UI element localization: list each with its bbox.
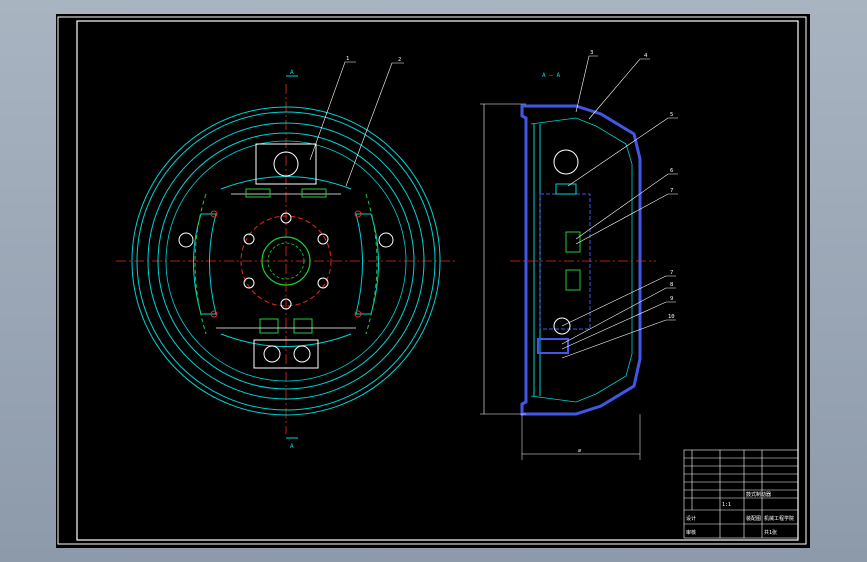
callout-2: 2 [398, 57, 401, 63]
sheet-inner-frame [76, 20, 799, 541]
section-piston [555, 183, 577, 195]
callout-5: 5 [670, 112, 673, 118]
bottom-spring-left [259, 318, 279, 334]
title-block-title: 鼓式制动器 [746, 491, 771, 498]
leader-7b [561, 275, 676, 327]
callout-9: 9 [670, 296, 673, 302]
sheet-outer-frame [57, 16, 807, 545]
leader-6 [575, 173, 678, 240]
callouts [309, 55, 678, 359]
callout-7b: 7 [670, 270, 673, 276]
drawing-canvas: A A A — A ⌀ [57, 16, 807, 545]
leader-3 [575, 55, 598, 113]
section-anchor-pin [553, 317, 571, 335]
callout-10: 10 [668, 314, 675, 320]
title-block-school: 机械工程学院 [764, 515, 794, 522]
callout-4: 4 [644, 53, 648, 59]
leader-5 [567, 117, 678, 187]
bolt-hole-1 [280, 212, 292, 224]
bolt-hole-5 [243, 277, 255, 289]
bolt-hole-6 [243, 233, 255, 245]
hub-bore-inner [267, 242, 305, 280]
hub-bore [261, 236, 311, 286]
drum-ring-3 [147, 122, 425, 400]
shoe-bottom-arc [220, 333, 352, 347]
section-spring-1 [565, 231, 581, 253]
rivet-r1 [354, 210, 362, 218]
top-spring-left [245, 188, 271, 198]
shoe-left-green [194, 193, 207, 335]
drum-ring-2 [136, 111, 436, 411]
wheel-cylinder-bore [273, 151, 299, 177]
hub-hidden [539, 193, 591, 330]
bolt-hole-4 [280, 298, 292, 310]
top-spring-right [301, 188, 327, 198]
anchor-pin-right [293, 345, 311, 363]
rivet-r2 [354, 310, 362, 318]
title-block-frame [683, 449, 799, 539]
title-block-scale: 1:1 [722, 502, 731, 508]
leader-8 [561, 287, 676, 345]
callout-6: 6 [670, 168, 673, 174]
wheel-cylinder [255, 143, 317, 185]
section-view: A — A ⌀ [480, 72, 656, 460]
bottom-spring-right [293, 318, 313, 334]
cad-viewport: A A A — A ⌀ [56, 14, 810, 548]
section-view-label: A — A [542, 72, 560, 79]
callout-7: 7 [670, 188, 673, 194]
anchor-block [253, 339, 319, 369]
drum-ring-4 [157, 132, 415, 390]
section-mark-bottom: A [290, 443, 294, 450]
shoe-left-lining [193, 213, 217, 315]
drum-ring-5 [165, 140, 407, 382]
section-anchor-block [537, 338, 569, 354]
bolt-circle [240, 215, 332, 307]
rivet-l1 [210, 210, 218, 218]
title-block-drawn: 设计 [686, 515, 696, 522]
section-wheel-cylinder [553, 149, 579, 175]
leader-1 [309, 61, 356, 161]
drum-inner-edge [530, 117, 633, 403]
shoe-right-green [365, 193, 378, 335]
leader-4 [588, 58, 650, 120]
bolt-hole-3 [317, 277, 329, 289]
callout-3: 3 [590, 50, 593, 56]
drum-section-profile [520, 104, 642, 416]
title-block-drawing-no: 装配图 [746, 515, 761, 522]
leader-10 [561, 319, 676, 359]
dim-width-text: ⌀ [578, 448, 581, 454]
title-block [683, 449, 799, 539]
bolt-hole-2 [317, 233, 329, 245]
section-spring-2 [565, 269, 581, 291]
holddown-right [378, 232, 394, 248]
leader-7 [575, 193, 678, 245]
title-block-sheet: 共1张 [764, 529, 777, 536]
leader-9 [561, 301, 676, 350]
section-mark-top: A [290, 69, 294, 76]
title-block-checked: 审核 [686, 529, 696, 536]
holddown-left [178, 232, 194, 248]
front-view: A A [116, 69, 456, 450]
callout-8: 8 [670, 282, 673, 288]
callout-1: 1 [346, 56, 349, 62]
shoe-right-lining [355, 213, 379, 315]
anchor-pin-left [263, 345, 281, 363]
rivet-l2 [210, 310, 218, 318]
drum-outer-ring [131, 106, 441, 416]
leader-2 [345, 62, 404, 187]
